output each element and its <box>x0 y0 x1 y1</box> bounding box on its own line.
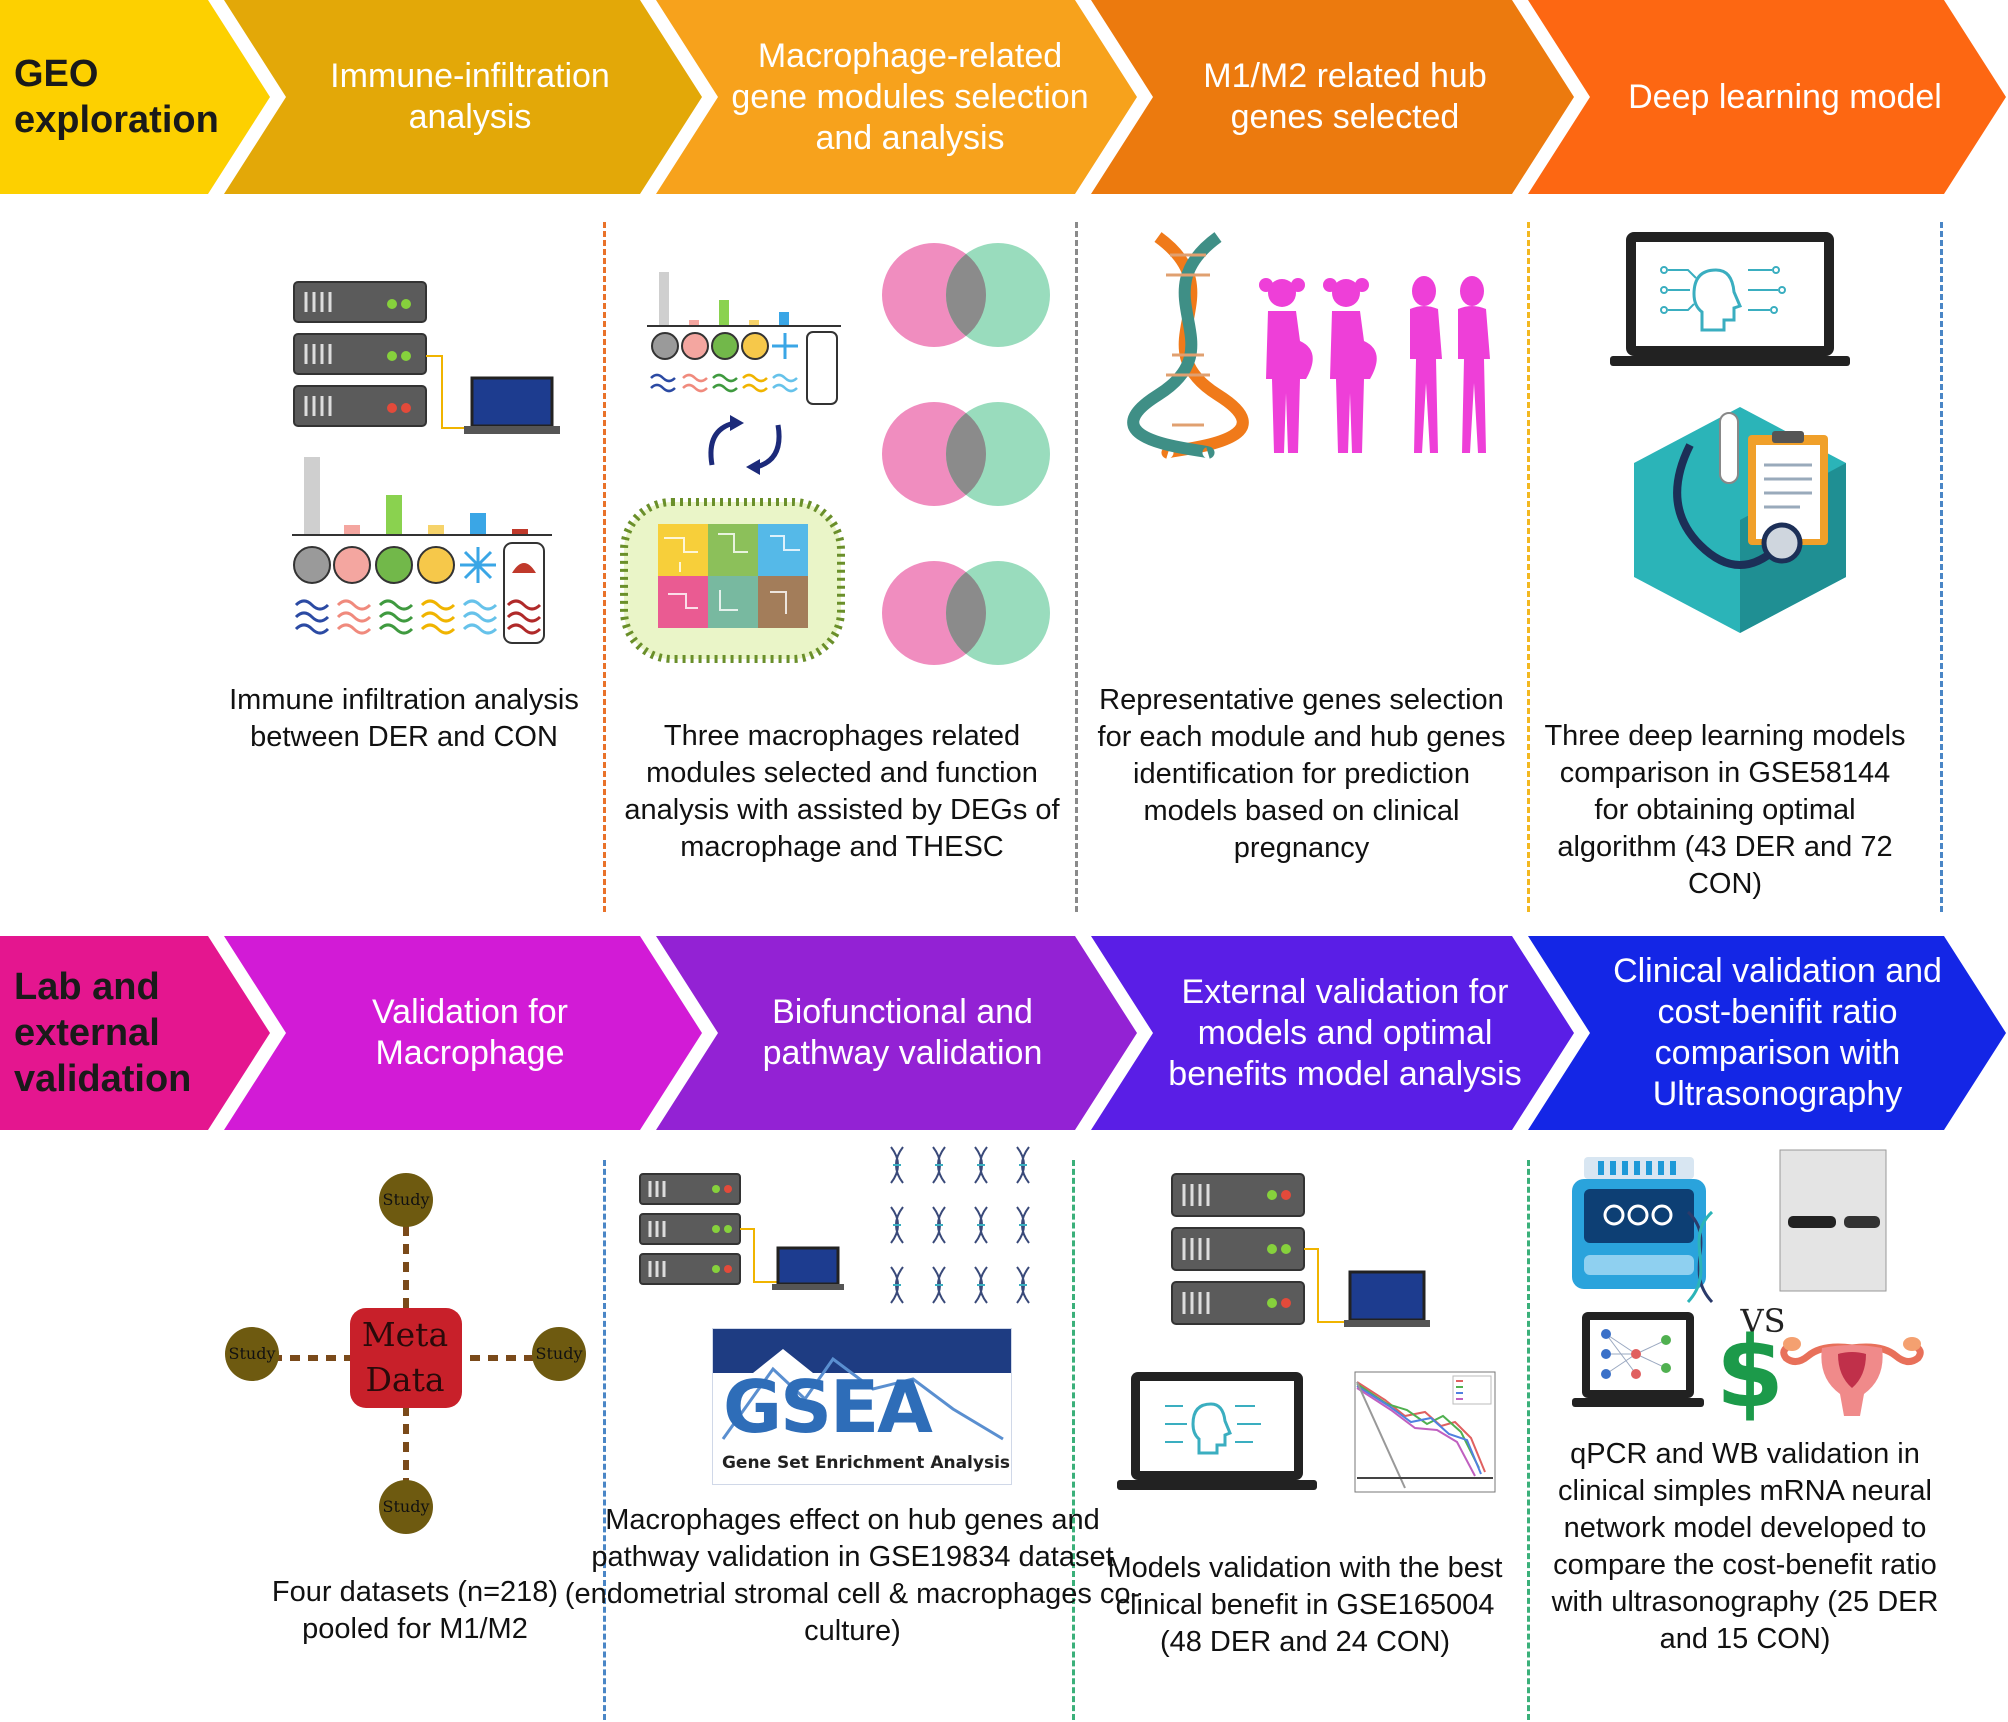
step-external-validation-label: External validation for models and optim… <box>1168 972 1522 1093</box>
dna-helix-small-icon <box>1686 1210 1714 1304</box>
vs-label: VS <box>1740 1302 1786 1340</box>
uterus-icon <box>1780 1337 1924 1416</box>
cycle-arrows-icon <box>708 415 782 475</box>
step-deep-learning-label: Deep learning model <box>1628 77 1942 116</box>
row1-title: GEO exploration <box>14 53 219 141</box>
western-blot-image <box>1779 1149 1887 1292</box>
stethoscope-clipboard-icon <box>1634 407 1846 633</box>
study-node-left: Study <box>228 1344 276 1363</box>
gsea-logo-panel: GSEA Gene Set Enrichment Analysis <box>712 1328 1012 1485</box>
server-rack-medium-illustration <box>1171 1173 1430 1327</box>
ai-laptop-icon <box>1610 232 1850 366</box>
caption-external-validation: Models validation with the best clinical… <box>1107 1552 1503 1658</box>
cell-membrane-modules-illustration <box>620 498 845 663</box>
gsea-subtitle: Gene Set Enrichment Analysis <box>721 1453 1011 1473</box>
step-macrophage-modules-label: Macrophage-related gene modules selectio… <box>731 36 1089 157</box>
caption-pathway-validation: Macrophages effect on hub genes and path… <box>564 1504 1141 1647</box>
step-clinical-validation-label: Clinical validation and cost-benifit rat… <box>1613 952 1942 1113</box>
study-node-right: Study <box>535 1344 583 1363</box>
caption-deep-learning: Three deep learning models comparison in… <box>1544 720 1906 900</box>
divider-5 <box>603 1160 606 1720</box>
caption-macrophage-modules: Three macrophages related modules select… <box>624 720 1060 863</box>
women-silhouettes-icon <box>1410 276 1490 453</box>
row2-chevron-band <box>0 936 2006 1130</box>
immune-cells-illustration <box>292 457 552 644</box>
meta-analysis-diagram <box>225 1173 586 1534</box>
divider-7 <box>1527 1160 1530 1720</box>
divider-6 <box>1072 1160 1075 1720</box>
study-node-top: Study <box>382 1190 430 1209</box>
row1-chevron-band <box>0 0 2006 194</box>
pregnant-women-icon <box>1259 278 1377 453</box>
caption-hub-genes: Representative genes selection for each … <box>1097 684 1506 864</box>
step-pathway-validation-label: Biofunctional and pathway validation <box>762 993 1043 1072</box>
caption-clinical-validation: qPCR and WB validation in clinical simpl… <box>1551 1438 1939 1655</box>
ai-laptop-small-icon <box>1117 1372 1317 1490</box>
gsea-logo-text: GSEA <box>723 1365 933 1449</box>
venn-diagram-2 <box>882 402 1050 506</box>
dollar-sign-icon: $ <box>1715 1316 1785 1430</box>
step-hub-genes-label: M1/M2 related hub genes selected <box>1203 57 1487 136</box>
caption-macrophage-validation: Four datasets (n=218) pooled for M1/M2 <box>271 1576 559 1645</box>
venn-diagram-3 <box>882 561 1050 665</box>
decision-curve-chart-thumbnail <box>1354 1371 1496 1493</box>
divider-2 <box>1075 222 1078 912</box>
gsea-mountain-graphic <box>713 1349 1011 1441</box>
dna-grid-icon <box>890 1146 1030 1304</box>
server-rack-illustration <box>293 281 560 434</box>
venn-diagram-1 <box>882 243 1050 347</box>
divider-4 <box>1940 222 1943 912</box>
dna-helix-icon <box>1127 232 1249 459</box>
meta-data-label: Meta Data <box>361 1315 449 1399</box>
step-macrophage-validation-label: Validation for Macrophage <box>372 993 568 1072</box>
study-node-bottom: Study <box>382 1497 430 1516</box>
row2-title: Lab and external validation <box>14 966 192 1100</box>
neural-network-laptop-icon <box>1572 1312 1704 1407</box>
server-rack-small-illustration <box>639 1173 844 1290</box>
divider-3 <box>1527 222 1530 912</box>
caption-immune-infiltration: Immune infiltration analysis between DER… <box>229 684 579 753</box>
divider-1 <box>603 222 606 912</box>
step-immune-infiltration-label: Immune-infiltration analysis <box>330 57 610 136</box>
qpcr-machine-icon <box>1572 1157 1706 1289</box>
small-immune-cells-illustration <box>647 272 841 405</box>
